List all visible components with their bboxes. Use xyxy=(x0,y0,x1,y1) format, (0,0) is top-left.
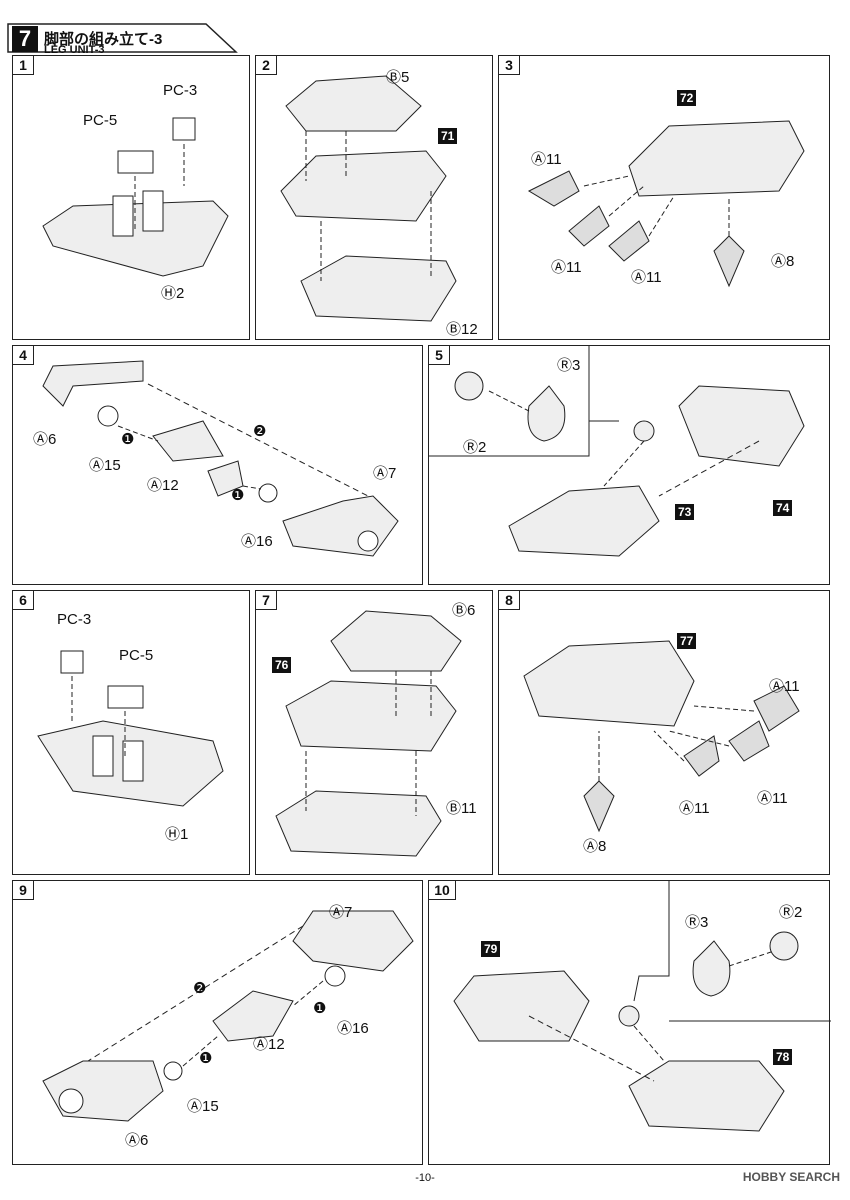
step-8-panel: 8 77 Ⓐ11 Ⓐ11 Ⓐ11 Ⓐ8 xyxy=(498,590,830,875)
ref-badge: 72 xyxy=(677,90,697,106)
step-number: 2 xyxy=(256,56,277,75)
header-frame xyxy=(7,23,238,53)
page-number: -10- xyxy=(415,1172,435,1184)
step-9-illustration xyxy=(42,910,414,1122)
ref-badge: 76 xyxy=(272,657,292,673)
label-a11: Ⓐ11 xyxy=(769,678,800,695)
step-number: 8 xyxy=(499,591,520,610)
section-title-jp: 脚部の組み立て-3 xyxy=(44,31,163,48)
label-h1: Ⓗ1 xyxy=(165,826,189,843)
step-3-illustration xyxy=(527,120,805,288)
step-4-panel: 4 Ⓐ6 Ⓐ15 Ⓐ12 Ⓐ16 Ⓐ7 ❶ ❶ ❷ xyxy=(12,345,423,585)
step-7-panel: 7 Ⓑ6 76 Ⓑ11 xyxy=(255,590,493,875)
step-number: 9 xyxy=(13,881,34,900)
step-number: 3 xyxy=(499,56,520,75)
ref-badge: 71 xyxy=(438,128,458,144)
order-1: ❶ xyxy=(121,431,135,448)
step-7-illustration xyxy=(275,610,462,857)
watermark-brand: HOBBY SEARCH xyxy=(742,1170,840,1184)
step-number: 10 xyxy=(429,881,456,900)
label-b11: Ⓑ11 xyxy=(446,800,477,817)
step-5-illustration xyxy=(429,346,805,557)
label-b12: Ⓑ12 xyxy=(446,321,478,338)
label-pc-5: PC-5 xyxy=(83,112,118,129)
label-a12: Ⓐ12 xyxy=(253,1036,285,1053)
step-1-illustration xyxy=(42,117,229,277)
label-r2: Ⓡ2 xyxy=(463,439,487,456)
step-6-illustration xyxy=(37,650,224,807)
label-a16: Ⓐ16 xyxy=(337,1020,369,1037)
label-pc-3: PC-3 xyxy=(57,611,92,628)
order-2: ❷ xyxy=(193,980,207,997)
label-a8: Ⓐ8 xyxy=(771,253,795,270)
label-a11: Ⓐ11 xyxy=(631,269,662,286)
step-2-illustration xyxy=(280,75,457,322)
ref-badge: 79 xyxy=(481,941,501,957)
step-4-illustration xyxy=(42,360,399,557)
step-number: 1 xyxy=(13,56,34,75)
label-b5: Ⓑ5 xyxy=(386,69,410,86)
ref-badge: 78 xyxy=(773,1049,793,1065)
order-1: ❶ xyxy=(313,1000,327,1017)
label-a6: Ⓐ6 xyxy=(125,1132,149,1149)
ref-badge: 77 xyxy=(677,633,697,649)
step-number: 5 xyxy=(429,346,450,365)
order-2: ❷ xyxy=(253,423,267,440)
label-a7: Ⓐ7 xyxy=(329,904,353,921)
label-a11: Ⓐ11 xyxy=(679,800,710,817)
label-a16: Ⓐ16 xyxy=(241,533,273,550)
label-r2: Ⓡ2 xyxy=(779,904,803,921)
step-5-panel: 5 Ⓡ3 Ⓡ2 73 74 xyxy=(428,345,830,585)
step-10-panel: 10 Ⓡ3 Ⓡ2 79 78 xyxy=(428,880,831,1165)
step-2-panel: 2 Ⓑ5 71 Ⓑ12 xyxy=(255,55,493,340)
step-number: 6 xyxy=(13,591,34,610)
label-r3: Ⓡ3 xyxy=(685,914,709,931)
label-r3: Ⓡ3 xyxy=(557,357,581,374)
label-a8: Ⓐ8 xyxy=(583,838,607,855)
step-9-panel: 9 Ⓐ7 Ⓐ16 Ⓐ12 Ⓐ15 Ⓐ6 ❶ ❶ ❷ xyxy=(12,880,423,1165)
label-a12: Ⓐ12 xyxy=(147,477,179,494)
section-title-en: LEG UNIT-3 xyxy=(44,44,105,56)
label-a11: Ⓐ11 xyxy=(757,790,788,807)
label-a7: Ⓐ7 xyxy=(373,465,397,482)
label-pc-3: PC-3 xyxy=(163,82,198,99)
label-a15: Ⓐ15 xyxy=(89,457,121,474)
ref-badge: 73 xyxy=(675,504,695,520)
label-h2: Ⓗ2 xyxy=(161,285,185,302)
step-6-panel: 6 PC-3 PC-5 Ⓗ1 xyxy=(12,590,250,875)
step-1-panel: 1 PC-3 PC-5 Ⓗ2 xyxy=(12,55,250,340)
section-header: 7 脚部の組み立て-3 LEG UNIT-3 xyxy=(6,4,246,56)
label-b6: Ⓑ6 xyxy=(452,602,476,619)
order-1: ❶ xyxy=(199,1050,213,1067)
order-1: ❶ xyxy=(231,487,245,504)
label-a15: Ⓐ15 xyxy=(187,1098,219,1115)
section-number: 7 xyxy=(12,26,38,52)
label-a6: Ⓐ6 xyxy=(33,431,57,448)
label-a11: Ⓐ11 xyxy=(551,259,582,276)
ref-badge: 74 xyxy=(773,500,793,516)
label-pc-5: PC-5 xyxy=(119,647,154,664)
step-8-illustration xyxy=(523,640,800,833)
step-number: 7 xyxy=(256,591,277,610)
step-3-panel: 3 72 Ⓐ11 Ⓐ11 Ⓐ11 Ⓐ8 xyxy=(498,55,830,340)
step-number: 4 xyxy=(13,346,34,365)
label-a11: Ⓐ11 xyxy=(531,151,562,168)
step-10-illustration xyxy=(453,881,831,1132)
